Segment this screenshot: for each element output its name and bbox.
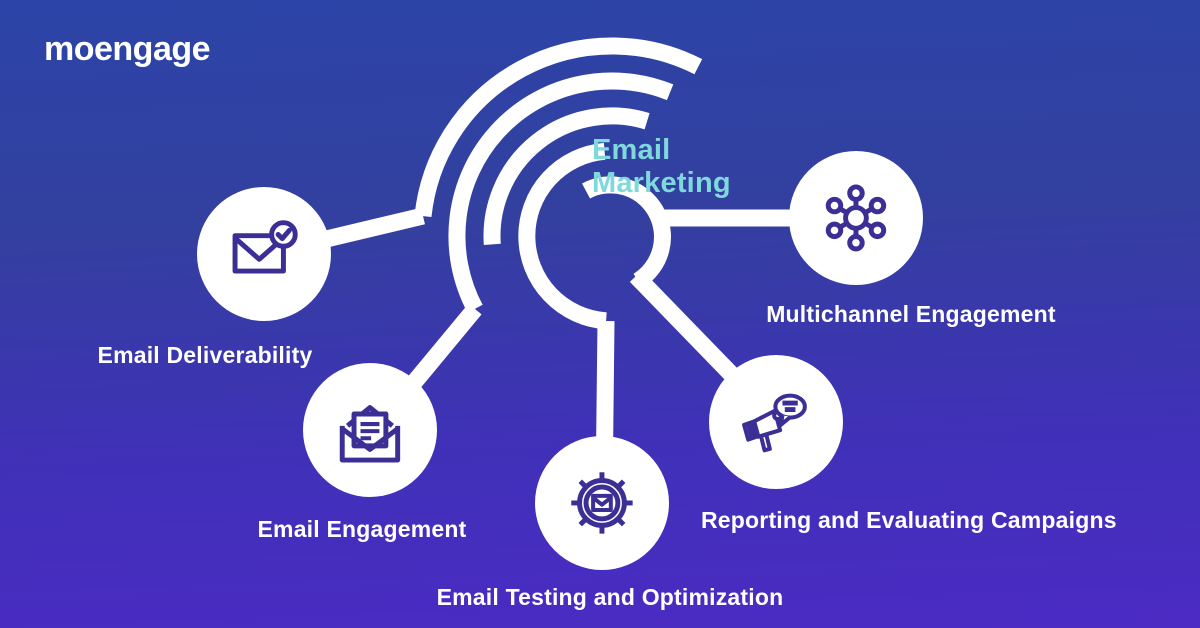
- network-hub-icon: [825, 184, 887, 252]
- open-envelope-letter-icon: [339, 405, 401, 463]
- spiral-arc-outer: [414, 37, 703, 217]
- spiral-arc-3: [483, 107, 650, 245]
- envelope-check-icon: [232, 220, 298, 274]
- label-email-engagement: Email Engagement: [257, 516, 467, 542]
- spiral-arc-4: [518, 142, 607, 330]
- moengage-logo: moengage: [44, 30, 211, 68]
- label-multichannel-engagement: Multichannel Engagement: [766, 301, 1056, 327]
- diagram-title-line2: Marketing: [592, 167, 731, 199]
- label-email-testing-optimization: Email Testing and Optimization: [436, 584, 784, 610]
- label-email-deliverability: Email Deliverability: [97, 342, 313, 368]
- diagram-title: Email Marketing: [592, 134, 731, 200]
- megaphone-speech-bubble-icon: [742, 393, 807, 453]
- gear-envelope-icon: [571, 472, 633, 534]
- label-reporting-evaluating-campaigns: Reporting and Evaluating Campaigns: [701, 507, 1117, 533]
- spiral-arc-2: [448, 72, 674, 313]
- diagram-title-line1: Email: [592, 134, 671, 166]
